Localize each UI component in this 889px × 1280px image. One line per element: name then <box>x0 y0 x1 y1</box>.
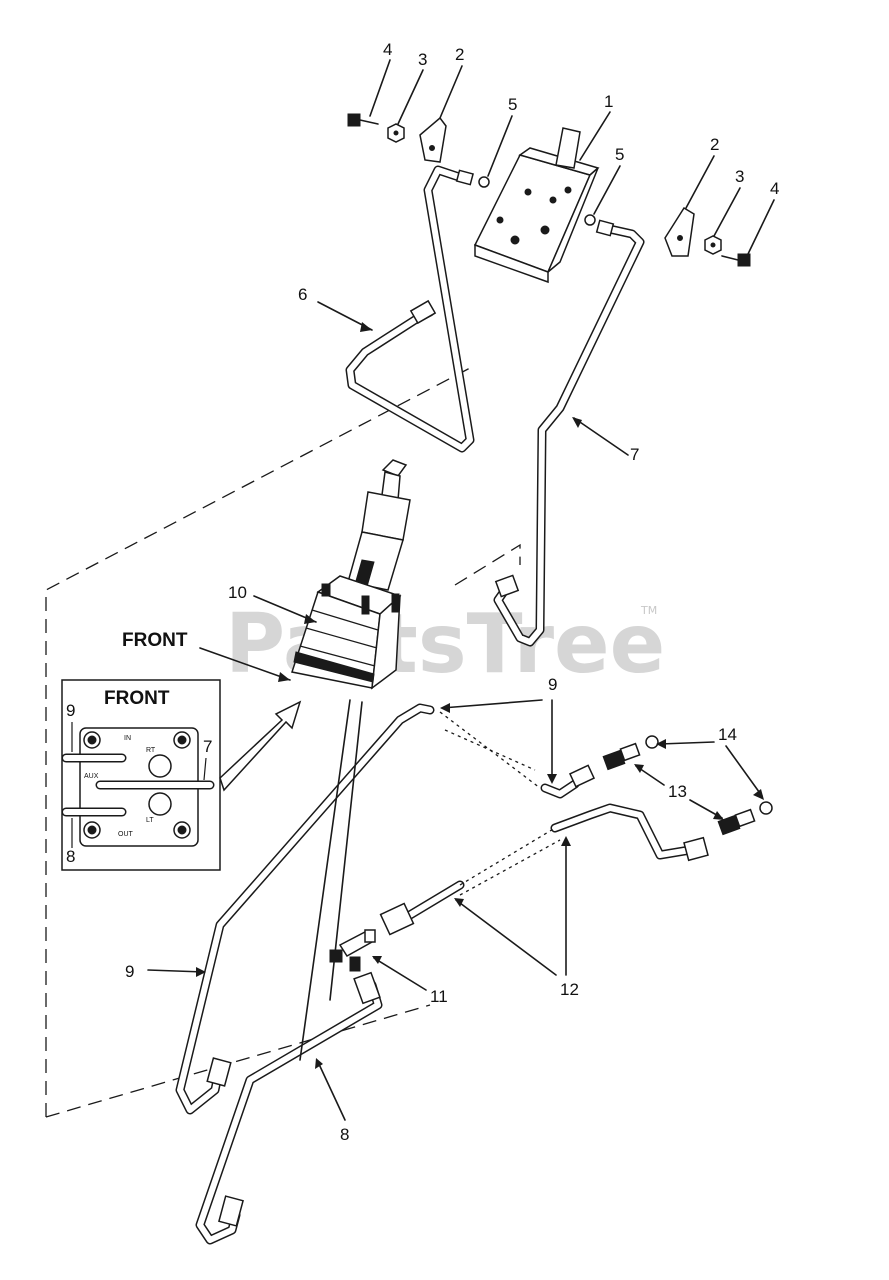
inset-callout-8: 8 <box>66 847 75 866</box>
port-lt-label: LT <box>146 817 154 824</box>
fitting-13-upper <box>602 742 641 771</box>
front-inset: FRONT IN OUT AUX RT LT 9 8 7 <box>61 679 221 871</box>
inset-front-title: FRONT <box>104 688 170 709</box>
nut-right <box>704 235 722 255</box>
connection-dots <box>439 711 561 896</box>
steering-valve <box>291 459 411 1061</box>
callout-13: 13 <box>668 782 687 801</box>
port-in-label: IN <box>124 735 131 742</box>
inset-pointer-arrow <box>219 700 302 792</box>
o-ring-14-upper <box>645 735 659 749</box>
callout-10: 10 <box>228 583 247 602</box>
callout-2-right: 2 <box>710 135 719 154</box>
control-valve <box>473 127 600 284</box>
callouts: 1 2 3 4 5 2 3 4 5 6 7 10 9 9 8 <box>125 40 779 1144</box>
callout-1: 1 <box>604 92 613 111</box>
tube-9 <box>175 703 596 1115</box>
frame-outline <box>45 367 521 1118</box>
tube-8 <box>195 971 383 1245</box>
bracket-left <box>419 116 447 163</box>
callout-11: 11 <box>430 987 448 1006</box>
bolt-right <box>721 253 751 267</box>
inset-callout-9: 9 <box>66 701 75 720</box>
o-ring-14-lower <box>759 801 773 815</box>
callout-14: 14 <box>718 725 737 744</box>
tee-fitting-11 <box>329 929 376 972</box>
watermark: PartsTree <box>225 597 665 692</box>
callout-4-left: 4 <box>383 40 392 59</box>
port-aux-label: AUX <box>84 773 99 780</box>
callout-7: 7 <box>630 445 639 464</box>
tube-6 <box>345 165 475 453</box>
callout-5-right: 5 <box>615 145 624 164</box>
callout-2-left: 2 <box>455 45 464 64</box>
hose-12 <box>379 803 709 936</box>
callout-8: 8 <box>340 1125 349 1144</box>
front-label: FRONT <box>122 630 188 651</box>
port-out-label: OUT <box>118 831 134 838</box>
callout-3-left: 3 <box>418 50 427 69</box>
bracket-right <box>664 206 695 257</box>
callout-4-right: 4 <box>770 179 779 198</box>
nut-left <box>387 123 405 143</box>
port-rt-label: RT <box>146 747 156 754</box>
callout-9-top: 9 <box>548 675 557 694</box>
callout-3-right: 3 <box>735 167 744 186</box>
inset-callout-7: 7 <box>203 737 212 756</box>
callout-9-left: 9 <box>125 962 134 981</box>
callout-12: 12 <box>560 980 579 999</box>
tube-7 <box>493 219 645 647</box>
callout-6: 6 <box>298 285 307 304</box>
callout-5-left: 5 <box>508 95 517 114</box>
watermark-trademark: TM <box>640 604 657 617</box>
o-ring-left <box>478 176 490 188</box>
fitting-13-lower <box>717 808 756 836</box>
front-leader <box>199 647 291 681</box>
bolt-left <box>347 113 379 127</box>
o-ring-right <box>584 214 596 226</box>
